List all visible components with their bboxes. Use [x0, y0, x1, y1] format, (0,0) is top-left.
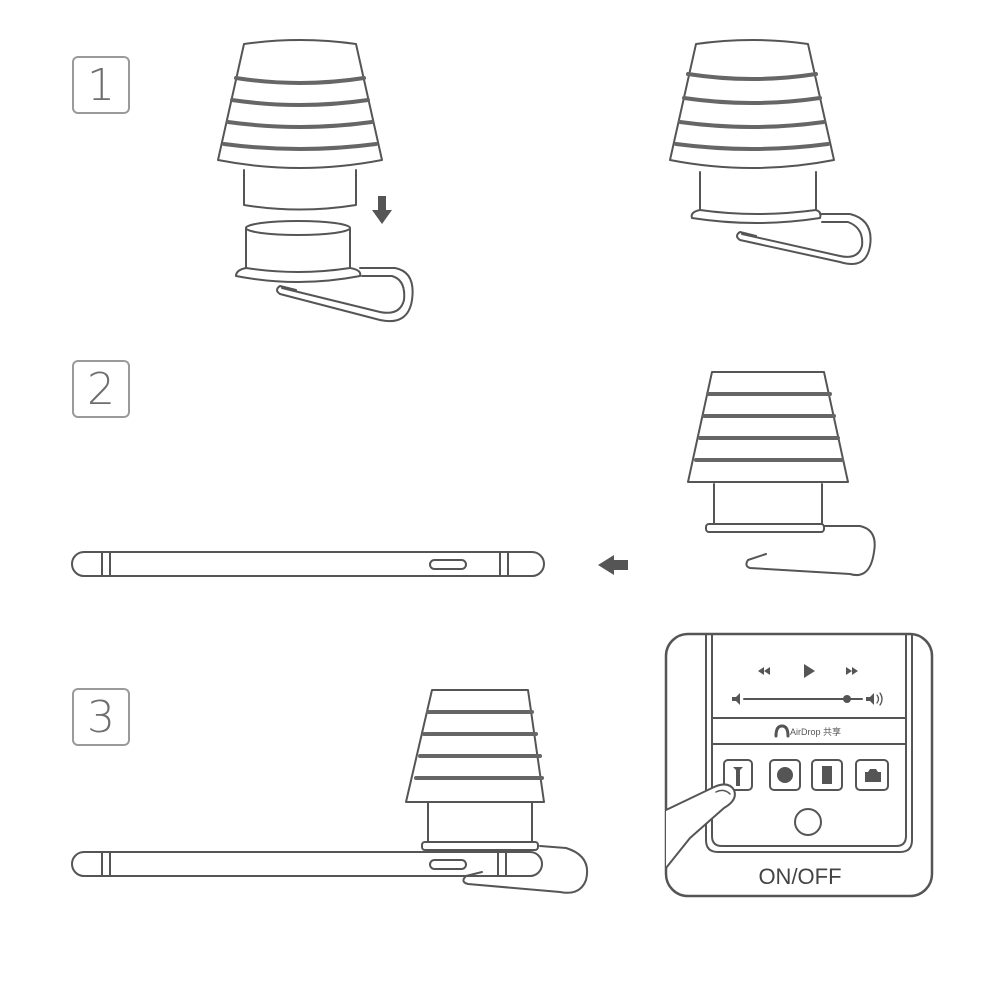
finger-icon — [665, 783, 736, 869]
camera-icon — [865, 769, 881, 782]
volume-low-icon — [732, 693, 740, 705]
step1-lamp-assembled — [669, 39, 872, 265]
flashlight-icon — [733, 767, 743, 786]
play-icon — [804, 664, 815, 678]
step2-lamp-profile — [687, 371, 876, 576]
phone-side-view — [71, 551, 545, 577]
step-2-badge: 2 — [72, 360, 130, 418]
step-3-badge: 3 — [72, 688, 130, 746]
step1-lamp-exploded — [217, 39, 414, 322]
left-arrow-icon — [598, 555, 628, 575]
phone-with-lamp — [71, 689, 588, 894]
record-icon — [777, 767, 793, 783]
calculator-icon — [822, 766, 832, 784]
home-button-icon — [794, 808, 822, 836]
down-arrow-icon — [372, 196, 392, 224]
step-1-badge: 1 — [72, 56, 130, 114]
volume-high-icon — [866, 693, 874, 705]
control-center-panel — [664, 632, 934, 898]
airdrop-icon — [774, 724, 790, 738]
fast-forward-icon — [846, 667, 858, 675]
rewind-icon — [758, 667, 770, 675]
on-off-caption: ON/OFF — [758, 864, 842, 889]
airdrop-label: AirDrop 共享 — [790, 727, 842, 737]
